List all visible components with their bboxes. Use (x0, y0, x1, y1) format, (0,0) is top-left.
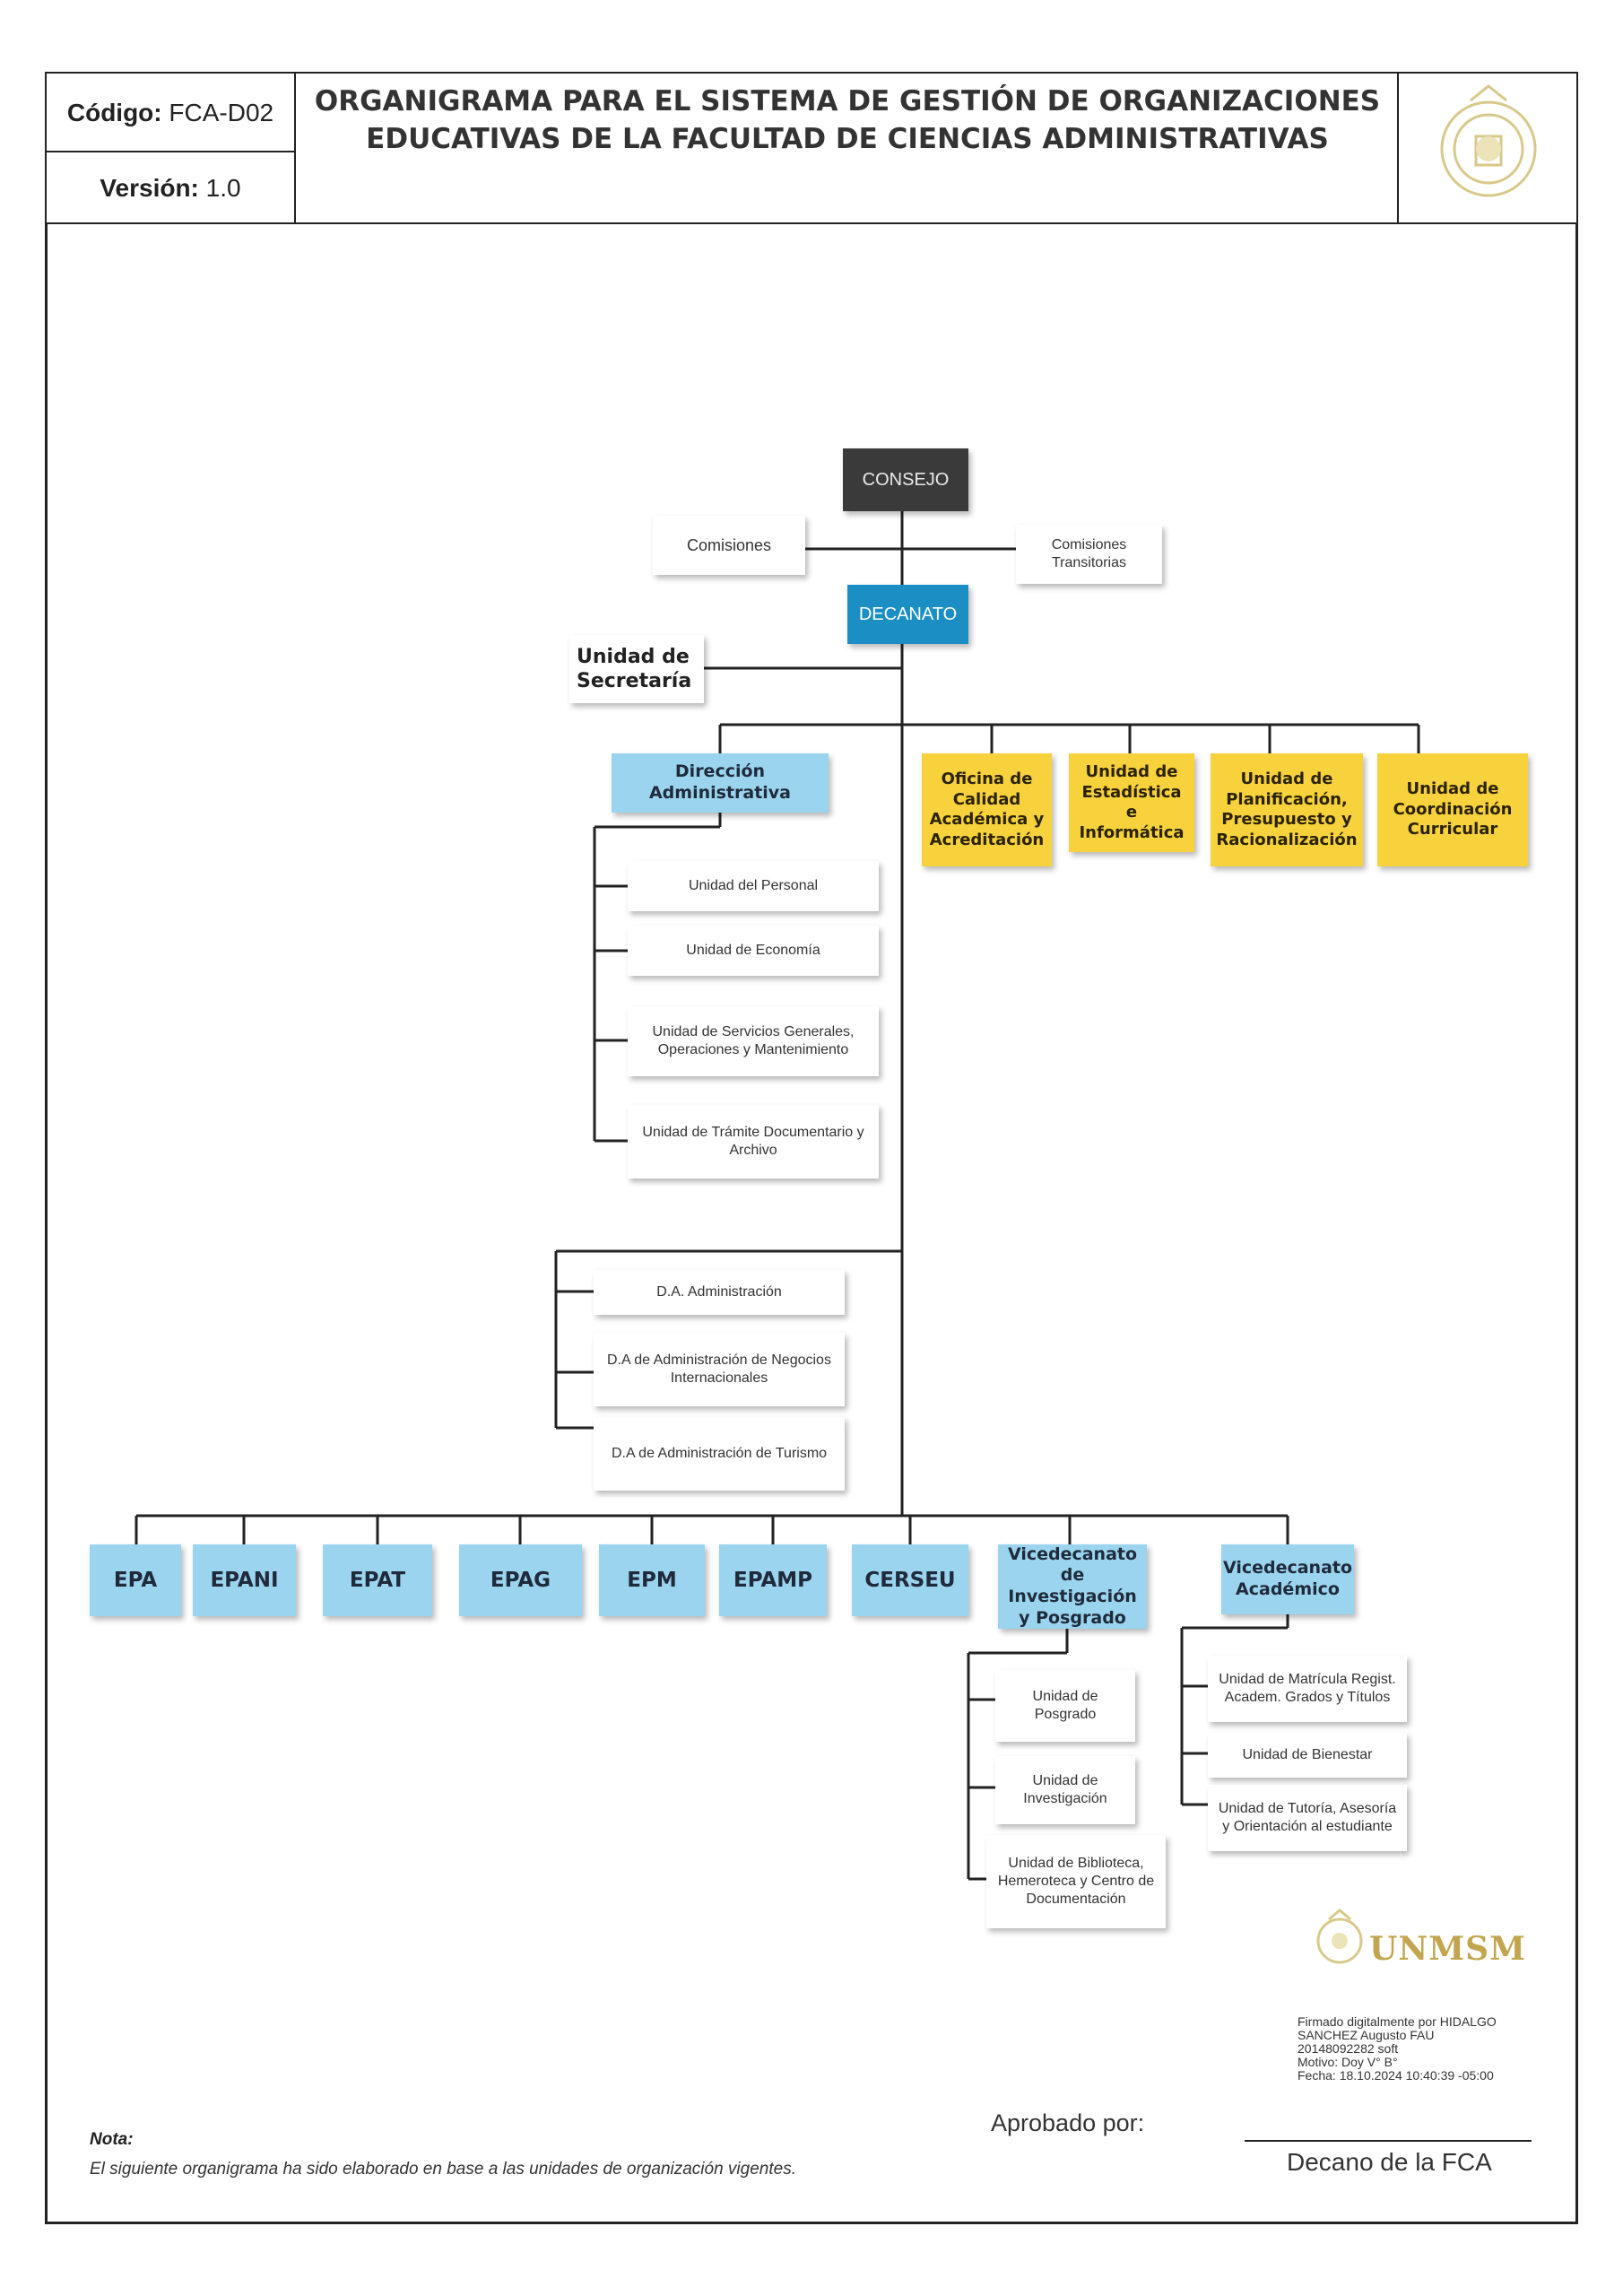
crest-cell (1397, 72, 1578, 224)
signature-line: Motivo: Doy V° B° (1298, 2055, 1398, 2069)
note-text: El siguiente organigrama ha sido elabora… (90, 2160, 796, 2179)
school-epat: EPAT (323, 1544, 432, 1616)
version-text: Versión: 1.0 (47, 174, 294, 203)
vicedecanato-academico-label: Vicedecanato Académico (1222, 1558, 1353, 1599)
school-label: CERSEU (864, 1568, 956, 1592)
admin-unit-servicios: Unidad de Servicios Generales, Operacion… (628, 1006, 879, 1076)
school-epamp: EPAMP (719, 1544, 827, 1616)
approved-by-label: Aprobado por: (991, 2109, 1145, 2136)
signature-rule (1245, 2140, 1532, 2142)
note-title: Nota: (90, 2130, 134, 2149)
vice-unit-label: Unidad de Investigación (1023, 1773, 1107, 1806)
department-label: D.A. Administración (656, 1284, 782, 1300)
vice-unit-label: Unidad de Bienestar (1242, 1747, 1373, 1762)
school-epag: EPAG (459, 1544, 582, 1616)
signature-line: Firmado digitalmente por HIDALGO (1298, 2014, 1497, 2029)
school-cerseu: CERSEU (852, 1544, 968, 1616)
digital-signature: Firmado digitalmente por HIDALGO SANCHEZ… (1298, 2015, 1567, 2083)
department-administracion: D.A. Administración (594, 1270, 845, 1315)
admin-unit-personal: Unidad del Personal (628, 861, 879, 911)
vice-unit-label: Unidad de Tutoría, Asesoría y Orientació… (1218, 1801, 1397, 1834)
department-label: D.A de Administración de Negocios Intern… (607, 1352, 831, 1386)
admin-unit-label: Unidad de Economía (686, 943, 820, 958)
department-label: D.A de Administración de Turismo (611, 1446, 828, 1461)
staff-unit-label: Oficina de Calidad Académica y Acreditac… (929, 770, 1045, 849)
title-line-1: ORGANIGRAMA PARA EL SISTEMA DE GESTIÓN D… (314, 85, 1381, 117)
school-epa: EPA (90, 1544, 181, 1616)
vicedecanato-investigacion-label: Vicedecanato de Investigación y Posgrado (1007, 1544, 1138, 1628)
consejo-label: CONSEJO (862, 469, 950, 490)
vicedecanato-investigacion-box: Vicedecanato de Investigación y Posgrado (998, 1544, 1147, 1629)
staff-unit-label: Unidad de Coordinación Curricular (1393, 779, 1513, 839)
staff-unit-calidad: Oficina de Calidad Académica y Acreditac… (922, 753, 1052, 866)
unit-matricula: Unidad de Matrícula Regist. Academ. Grad… (1208, 1656, 1407, 1722)
staff-unit-estadistica: Unidad de Estadística e Informática (1069, 753, 1194, 852)
decanato-label: DECANATO (858, 604, 958, 624)
admin-unit-label: Unidad de Servicios Generales, Operacion… (652, 1024, 855, 1057)
direccion-administrativa-label: Dirección Administrativa (648, 761, 792, 803)
codigo-label: Código: (66, 99, 162, 126)
codigo-value: FCA-D02 (169, 99, 274, 126)
unit-investigacion: Unidad de Investigación (995, 1756, 1135, 1824)
vice-unit-label: Unidad de Posgrado (1032, 1689, 1098, 1722)
school-label: EPANI (210, 1568, 279, 1592)
title-cell (294, 72, 1399, 224)
department-negocios-internacionales: D.A de Administración de Negocios Intern… (594, 1333, 845, 1406)
title-line-2: EDUCATIVAS DE LA FACULTAD DE CIENCIAS AD… (366, 123, 1329, 155)
unmsm-logo-text: UNMSM (1369, 1930, 1526, 1968)
signature-line: Fecha: 18.10.2024 10:40:39 -05:00 (1298, 2068, 1494, 2083)
school-epm: EPM (599, 1544, 705, 1616)
direccion-administrativa-box: Dirección Administrativa (612, 753, 829, 813)
version-label: Versión: (100, 174, 199, 202)
signature-line: 20148092282 soft (1298, 2041, 1399, 2056)
decanato-box: DECANATO (847, 585, 968, 644)
school-label: EPAG (490, 1568, 551, 1592)
signature-line: SANCHEZ Augusto FAU (1298, 2028, 1435, 2042)
unit-tutoria: Unidad de Tutoría, Asesoría y Orientació… (1208, 1785, 1407, 1851)
comisiones-transitorias-box: Comisiones Transitorias (1016, 525, 1162, 584)
school-label: EPA (113, 1568, 158, 1592)
school-label: EPAMP (733, 1568, 812, 1592)
admin-unit-label: Unidad de Trámite Documentario y Archivo (642, 1125, 864, 1158)
unit-bienestar: Unidad de Bienestar (1208, 1733, 1407, 1778)
school-epani: EPANI (193, 1544, 296, 1616)
consejo-box: CONSEJO (843, 448, 968, 511)
dean-label: Decano de la FCA (1287, 2148, 1492, 2176)
unit-posgrado: Unidad de Posgrado (995, 1670, 1135, 1742)
secretaria-box: Unidad de Secretaría (569, 635, 704, 703)
version-value: 1.0 (205, 174, 241, 202)
school-label: EPAT (349, 1568, 406, 1592)
comisiones-label: Comisiones (686, 535, 772, 554)
vicedecanato-academico-box: Vicedecanato Académico (1221, 1544, 1354, 1614)
admin-unit-label: Unidad del Personal (688, 878, 819, 893)
admin-unit-tramite: Unidad de Trámite Documentario y Archivo (628, 1105, 879, 1178)
vice-unit-label: Unidad de Matrícula Regist. Academ. Grad… (1219, 1672, 1396, 1705)
unmsm-crest-icon (1316, 1909, 1363, 1964)
document-title: ORGANIGRAMA PARA EL SISTEMA DE GESTIÓN D… (296, 83, 1399, 158)
unit-biblioteca: Unidad de Biblioteca, Hemeroteca y Centr… (986, 1835, 1166, 1928)
staff-unit-coordinacion: Unidad de Coordinación Curricular (1377, 753, 1528, 866)
vice-unit-label: Unidad de Biblioteca, Hemeroteca y Centr… (997, 1856, 1155, 1907)
comisiones-transitorias-label: Comisiones Transitorias (1051, 537, 1127, 570)
staff-unit-label: Unidad de Planificación, Presupuesto y R… (1216, 770, 1358, 849)
school-label: EPM (627, 1568, 677, 1592)
secretaria-label: Unidad de Secretaría (577, 645, 692, 693)
admin-unit-economia: Unidad de Economía (628, 926, 879, 976)
version-cell: Versión: 1.0 (45, 151, 296, 224)
comisiones-box: Comisiones (653, 516, 805, 575)
university-crest-icon (1440, 84, 1537, 197)
department-turismo: D.A de Administración de Turismo (594, 1417, 845, 1491)
staff-unit-label: Unidad de Estadística e Informática (1079, 762, 1185, 842)
codigo-text: Código: FCA-D02 (47, 99, 294, 127)
staff-unit-planificacion: Unidad de Planificación, Presupuesto y R… (1211, 753, 1363, 866)
